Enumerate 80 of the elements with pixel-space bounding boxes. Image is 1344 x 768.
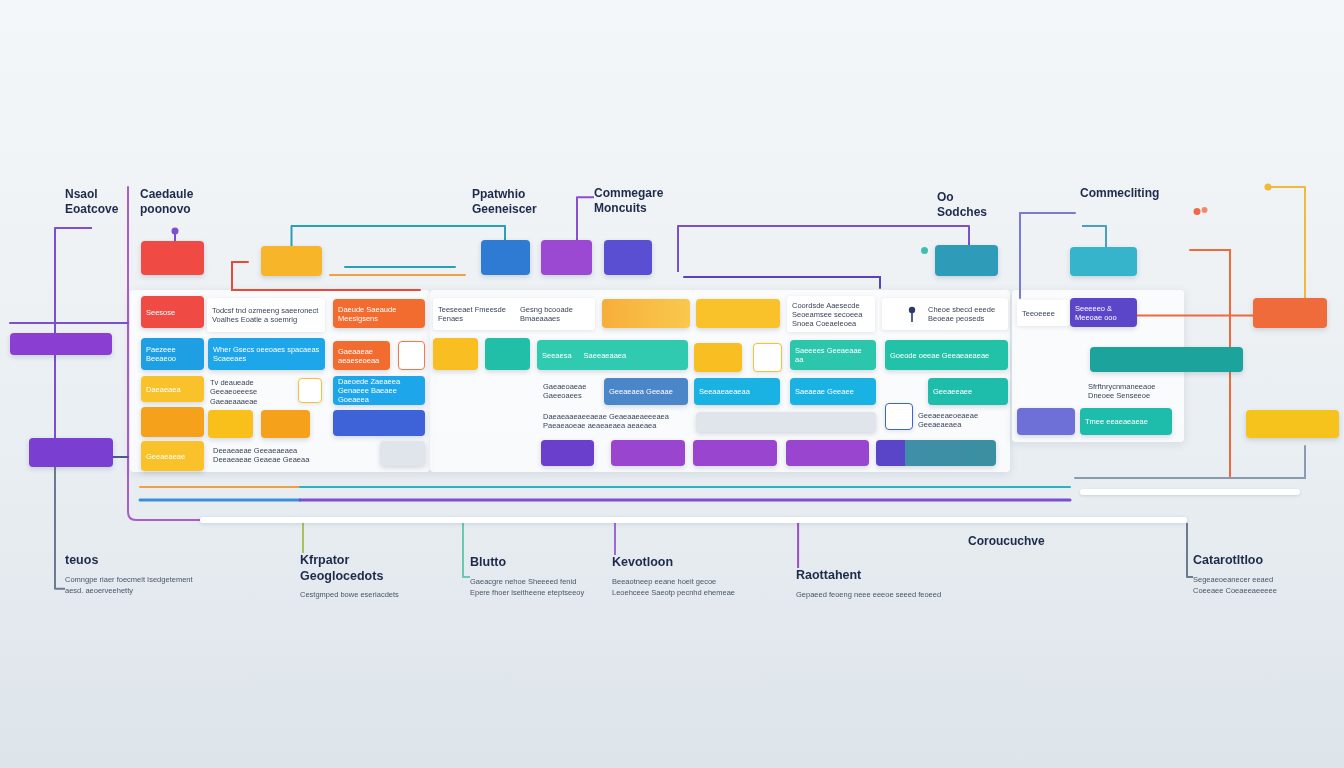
connector-line — [171, 227, 179, 242]
task-block — [935, 245, 998, 276]
outline-box — [298, 378, 322, 403]
connector-line — [54, 227, 93, 439]
heading-text: Commecliting — [1080, 186, 1161, 201]
task-block — [786, 440, 869, 466]
task-block — [261, 410, 310, 438]
task-block — [885, 340, 1008, 370]
connector-line — [462, 522, 471, 578]
task-block — [333, 299, 425, 328]
outline-box — [398, 341, 425, 370]
task-block — [928, 378, 1008, 405]
outline-box — [885, 403, 913, 430]
task-block — [485, 338, 530, 370]
info-card — [1017, 300, 1070, 326]
column-heading: Raottahent — [796, 568, 862, 584]
task-block — [1090, 347, 1243, 372]
connector-line — [1186, 522, 1194, 578]
heading-text: Nsaol Eoatcove — [65, 187, 120, 217]
task-block — [1070, 298, 1137, 327]
task-block — [696, 299, 780, 328]
task-block — [141, 241, 204, 275]
task-block — [333, 341, 390, 370]
outline-box — [753, 343, 782, 372]
task-block — [604, 378, 688, 405]
connector-line — [1081, 225, 1107, 248]
task-block — [1017, 408, 1075, 435]
task-block — [141, 338, 204, 370]
task-block — [602, 299, 690, 328]
task-block — [611, 440, 685, 466]
task-block — [208, 410, 253, 438]
task-block — [541, 240, 592, 275]
task-block — [693, 440, 777, 466]
task-block — [1246, 410, 1339, 438]
connector-line — [614, 522, 616, 556]
task-block — [141, 376, 204, 402]
task-block — [876, 440, 996, 466]
task-block — [481, 240, 530, 275]
task-block — [10, 333, 112, 355]
heading-text: Coroucuchve — [968, 534, 1046, 549]
task-block — [790, 340, 876, 370]
heading-text: Oo Sodches — [937, 190, 988, 220]
task-block — [141, 407, 204, 437]
task-block — [696, 412, 876, 432]
info-card — [882, 298, 1008, 330]
task-block — [541, 440, 594, 466]
task-block — [790, 378, 876, 405]
task-block — [333, 376, 425, 405]
column-heading: Blutto — [470, 555, 507, 571]
task-block — [380, 441, 425, 466]
task-block — [261, 246, 322, 276]
connector-line — [576, 196, 595, 241]
task-block — [141, 296, 204, 328]
task-block — [29, 438, 113, 467]
timeline-bar — [200, 517, 1187, 523]
task-block — [141, 441, 204, 471]
task-block — [537, 340, 688, 370]
column-heading: Kfrpator Geoglocedots — [300, 553, 385, 585]
task-block — [604, 240, 652, 275]
connector-line — [1264, 183, 1306, 299]
column-heading: Kevotloon — [612, 555, 674, 571]
heading-text: Commegare Moncuits — [594, 186, 674, 218]
heading-text: Ppatwhio Geeneiscer — [472, 187, 538, 217]
task-block — [694, 343, 742, 372]
connector-line — [797, 522, 800, 569]
task-block — [208, 338, 325, 370]
task-block — [433, 338, 478, 370]
connector-line — [290, 225, 506, 247]
task-block — [1253, 298, 1327, 328]
task-block — [333, 410, 425, 436]
connector-line — [54, 466, 66, 590]
task-block — [1080, 408, 1172, 435]
connector-line — [302, 522, 304, 554]
connector-line — [677, 225, 970, 273]
task-block — [1070, 247, 1137, 276]
column-heading: Catarotltloo — [1193, 553, 1264, 569]
heading-text: Caedaule poonovo — [140, 187, 195, 217]
connector-line — [1136, 314, 1254, 317]
task-block — [694, 378, 780, 405]
column-heading: teuos — [65, 553, 99, 569]
